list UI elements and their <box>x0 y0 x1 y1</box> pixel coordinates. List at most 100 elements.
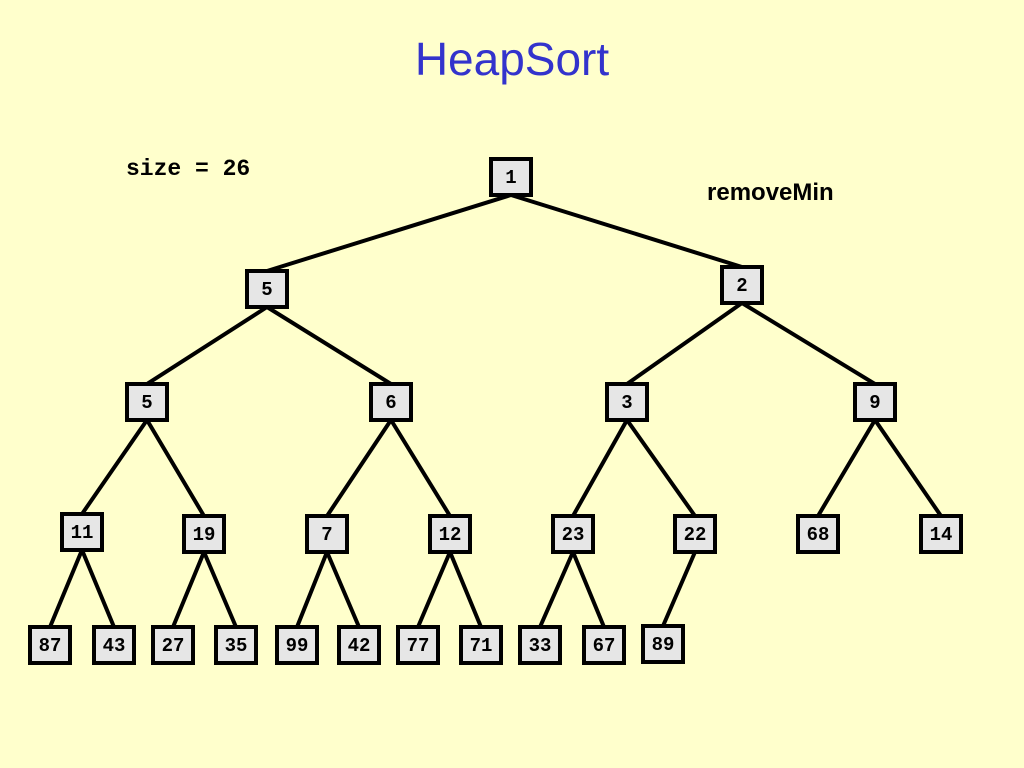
node-value: 71 <box>470 635 493 657</box>
node-value: 33 <box>529 635 552 657</box>
size-label: size = 26 <box>126 156 251 182</box>
node-value: 6 <box>385 392 396 414</box>
node-value: 23 <box>562 524 585 546</box>
tree-edge <box>740 301 877 386</box>
node-box <box>796 514 840 554</box>
tree-edge <box>571 418 629 518</box>
heap-node: 19 <box>182 514 226 554</box>
node-value: 99 <box>286 635 309 657</box>
node-value: 68 <box>807 524 830 546</box>
tree-edge <box>80 418 149 516</box>
heap-node: 43 <box>92 625 136 665</box>
node-value: 35 <box>225 635 248 657</box>
tree-edge <box>571 550 606 629</box>
node-box <box>551 514 595 554</box>
node-box <box>182 514 226 554</box>
heap-node: 99 <box>275 625 319 665</box>
node-value: 14 <box>930 524 953 546</box>
node-value: 43 <box>103 635 126 657</box>
node-value: 42 <box>348 635 371 657</box>
heap-node: 9 <box>853 382 897 422</box>
node-box <box>396 625 440 665</box>
tree-edge <box>48 548 84 629</box>
node-box <box>673 514 717 554</box>
node-value: 67 <box>593 635 616 657</box>
node-box <box>92 625 136 665</box>
heap-node: 22 <box>673 514 717 554</box>
tree-edge <box>171 550 206 629</box>
heap-node: 1 <box>489 157 533 197</box>
tree-edge <box>325 418 393 518</box>
heap-node: 35 <box>214 625 258 665</box>
node-box <box>369 382 413 422</box>
node-box <box>28 625 72 665</box>
heap-node: 3 <box>605 382 649 422</box>
node-box <box>428 514 472 554</box>
slide-title: HeapSort <box>414 33 610 85</box>
heap-node: 33 <box>518 625 562 665</box>
node-box <box>489 157 533 197</box>
heap-node: 77 <box>396 625 440 665</box>
node-value: 5 <box>261 279 272 301</box>
tree-edge <box>416 550 452 629</box>
node-box <box>60 512 104 552</box>
heap-node: 2 <box>720 265 764 305</box>
node-value: 87 <box>39 635 62 657</box>
node-value: 5 <box>141 392 152 414</box>
node-value: 77 <box>407 635 430 657</box>
heap-node: 42 <box>337 625 381 665</box>
node-box <box>125 382 169 422</box>
node-box <box>305 514 349 554</box>
tree-edges <box>48 193 943 629</box>
heap-node: 6 <box>369 382 413 422</box>
heap-node: 67 <box>582 625 626 665</box>
heap-node: 14 <box>919 514 963 554</box>
heap-node: 23 <box>551 514 595 554</box>
tree-edge <box>325 550 361 629</box>
tree-edge <box>661 550 697 628</box>
tree-edge <box>873 418 943 518</box>
heap-node: 71 <box>459 625 503 665</box>
node-value: 12 <box>439 524 462 546</box>
tree-edge <box>625 418 697 518</box>
tree-edge <box>389 418 452 518</box>
node-box <box>919 514 963 554</box>
node-value: 7 <box>321 524 332 546</box>
node-box <box>459 625 503 665</box>
heap-node: 87 <box>28 625 72 665</box>
tree-edge <box>80 548 116 629</box>
node-box <box>582 625 626 665</box>
node-value: 1 <box>505 167 516 189</box>
heap-node: 5 <box>245 269 289 309</box>
node-value: 2 <box>736 275 747 297</box>
tree-edge <box>202 550 238 629</box>
node-value: 27 <box>162 635 185 657</box>
tree-edge <box>145 418 206 518</box>
tree-edge <box>265 305 393 386</box>
node-box <box>275 625 319 665</box>
tree-nodes: 1 5 2 5 6 3 9 11 19 7 12 23 22 68 14 87 43 27 35 99 42 77 71 33… <box>28 157 963 665</box>
heap-node: 12 <box>428 514 472 554</box>
tree-edge <box>145 305 269 386</box>
node-box <box>214 625 258 665</box>
node-box <box>337 625 381 665</box>
heap-node: 89 <box>641 624 685 664</box>
node-value: 11 <box>71 522 94 544</box>
node-value: 89 <box>652 634 675 656</box>
tree-edge <box>625 301 744 386</box>
node-value: 22 <box>684 524 707 546</box>
node-value: 3 <box>621 392 632 414</box>
heap-node: 11 <box>60 512 104 552</box>
heap-node: 68 <box>796 514 840 554</box>
heap-node: 5 <box>125 382 169 422</box>
node-box <box>245 269 289 309</box>
tree-edge <box>448 550 483 629</box>
node-value: 19 <box>193 524 216 546</box>
tree-edge <box>265 193 513 273</box>
node-box <box>518 625 562 665</box>
node-box <box>605 382 649 422</box>
node-box <box>151 625 195 665</box>
node-value: 9 <box>869 392 880 414</box>
tree-edge <box>295 550 329 629</box>
